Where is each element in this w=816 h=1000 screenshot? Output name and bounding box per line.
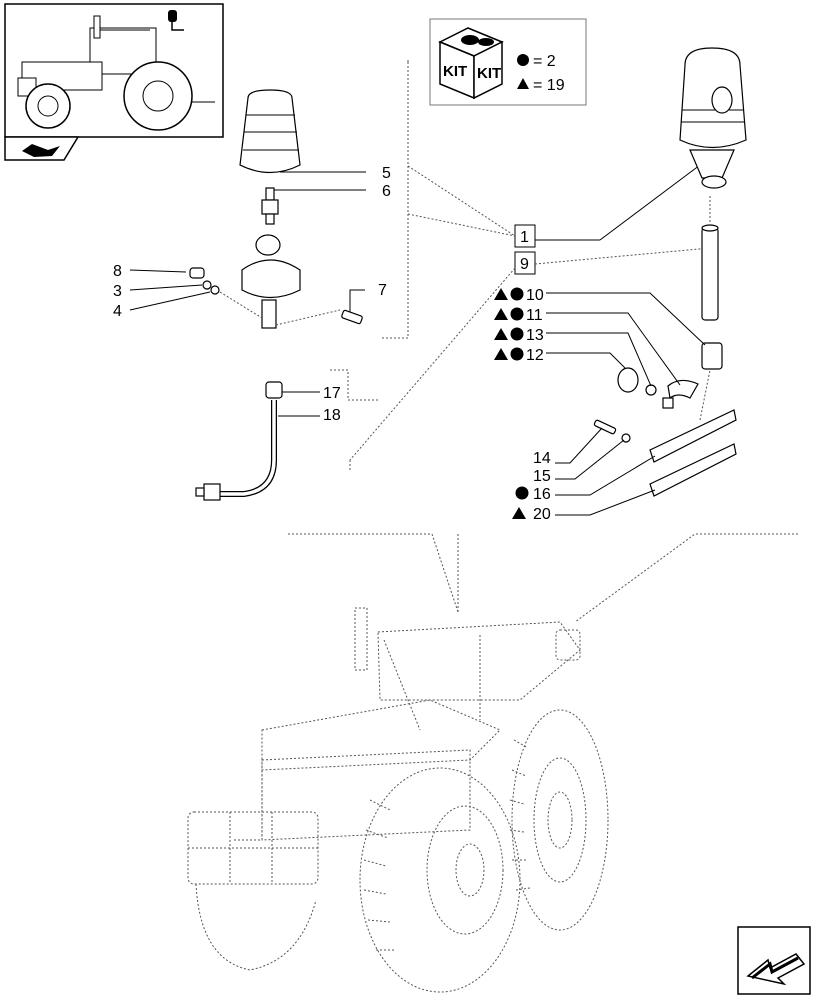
- callout-6: 6: [382, 183, 391, 200]
- callout-14: 14: [533, 450, 551, 467]
- mounting-pole-part: [701, 196, 723, 370]
- triangle-symbol-20: [512, 507, 526, 519]
- callout-8: 8: [113, 263, 122, 280]
- connector-parts: [189, 267, 363, 326]
- cable-part: [195, 381, 283, 501]
- hand-arrow-down-left-icon[interactable]: [737, 926, 811, 995]
- callout-3: 3: [113, 283, 122, 300]
- callout-17: 17: [323, 385, 341, 402]
- callout-15: 15: [533, 468, 551, 485]
- callout-12: 12: [526, 347, 544, 364]
- callout-20: 20: [533, 506, 551, 523]
- kit-box: KIT KIT = 2 = 19: [429, 18, 587, 106]
- kit-legend-triangle-text: = 19: [533, 77, 565, 94]
- callout-4: 4: [113, 303, 122, 320]
- triangle-symbol-icon: [517, 78, 529, 89]
- rotating-beacon-part: [679, 47, 747, 189]
- tractor-thumbnail-icon[interactable]: [4, 3, 224, 138]
- callout-box-9[interactable]: 9: [514, 251, 536, 275]
- callout-16: 16: [533, 486, 551, 503]
- callout-10-row: 10: [494, 287, 544, 304]
- dot-symbol-16: [515, 486, 529, 500]
- callout-13: 13: [526, 327, 544, 344]
- callout-18: 18: [323, 407, 341, 424]
- bracket-parts: [593, 367, 737, 497]
- kit-cube-icon: KIT KIT: [438, 27, 504, 100]
- beacon-cover-part: [239, 89, 301, 174]
- callout-1: 1: [520, 229, 529, 246]
- kit-label-right: KIT: [477, 65, 501, 82]
- dot-symbol-icon: [517, 54, 529, 66]
- kit-legend-dot-text: = 2: [533, 53, 556, 70]
- callout-12-row: 12: [494, 347, 544, 364]
- hand-arrow-left-icon[interactable]: [4, 136, 80, 161]
- ghost-tractor-illustration: [187, 533, 798, 993]
- bulb-part: [261, 187, 279, 225]
- callout-11: 11: [526, 307, 543, 324]
- callout-5: 5: [382, 165, 391, 182]
- callout-9: 9: [520, 256, 529, 273]
- callout-7: 7: [378, 282, 387, 299]
- callout-13-row: 13: [494, 327, 544, 344]
- callout-box-1[interactable]: 1: [514, 224, 536, 248]
- beacon-base-part: [241, 234, 301, 329]
- callout-11-row: 11: [494, 307, 543, 324]
- callout-10: 10: [526, 287, 544, 304]
- kit-label-left: KIT: [443, 63, 467, 80]
